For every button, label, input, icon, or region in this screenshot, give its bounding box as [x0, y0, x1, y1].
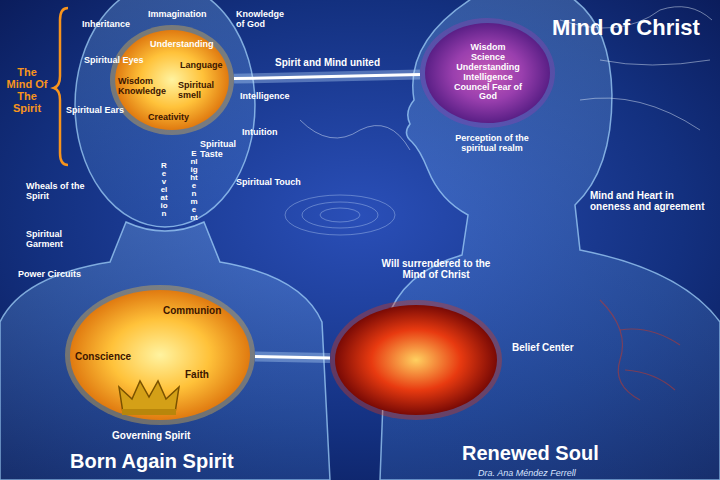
- orb-glow: [420, 18, 555, 128]
- vertical-label: Revelation: [160, 162, 168, 218]
- label: Dra. Ana Méndez Ferrell: [478, 469, 576, 479]
- orb-text: Creativity: [148, 113, 189, 123]
- label: Perception of the spiritual realm: [437, 134, 547, 154]
- orb: [425, 23, 550, 123]
- vertical-label: Enlightenment: [190, 150, 198, 222]
- bracket: [54, 8, 68, 165]
- label: Mind of Christ: [552, 16, 700, 40]
- spirit-orb: CommunionConscienceFaith: [65, 285, 255, 425]
- crown-symbol: [119, 381, 179, 413]
- label: Understanding: [150, 40, 214, 50]
- label: Wheals of the Spirit: [26, 182, 90, 202]
- orb-text: Communion: [163, 305, 221, 316]
- label: Spiritual Taste: [200, 140, 248, 160]
- label: Knowledge of God: [236, 10, 288, 30]
- orb: [115, 30, 229, 130]
- orb-text: Belief Center: [512, 342, 574, 353]
- orb: [335, 305, 497, 415]
- left-figure: [0, 0, 330, 480]
- orb-text: Wisdom Knowledge: [118, 77, 168, 97]
- label: The Mind Of The Spirit: [3, 66, 51, 114]
- mind-orb: Wisdom Science Understanding Intelligenc…: [420, 18, 555, 128]
- label: Power Circuits: [18, 270, 81, 280]
- label: Spiritual Eyes: [84, 56, 144, 66]
- orb-glow: [330, 300, 502, 420]
- label: Governing Spirit: [112, 430, 190, 441]
- soul-orb: Belief Center: [330, 300, 580, 420]
- beam-core: [234, 74, 420, 78]
- label: Spiritual Touch: [236, 178, 301, 188]
- label: Mind and Heart in oneness and agreement: [590, 190, 705, 212]
- light-beam: [234, 74, 420, 78]
- veins: [600, 300, 680, 400]
- edge-label: Spirit and Mind united: [275, 57, 380, 68]
- label: Born Again Spirit: [70, 450, 234, 472]
- label: Intelligence: [240, 92, 290, 102]
- label: Intuition: [242, 128, 278, 138]
- orb-text: Language: [180, 61, 223, 71]
- orb-shape: [330, 300, 580, 420]
- crown-band: [122, 409, 176, 415]
- orb-glow: [65, 285, 255, 425]
- orb: [70, 290, 250, 420]
- light-beam: [255, 357, 330, 358]
- label: Will surrendered to the Mind of Christ: [380, 258, 492, 280]
- orb-text: Faith: [185, 369, 209, 380]
- beam-glow: [255, 357, 330, 358]
- label: Renewed Soul: [462, 442, 599, 464]
- spiral-rings: [285, 195, 395, 235]
- orb-text: Wisdom Science Understanding Intelligenc…: [454, 43, 522, 102]
- label: Immagination: [148, 10, 207, 20]
- label: Spiritual Ears: [66, 106, 124, 116]
- label: Inheritance: [82, 20, 130, 30]
- label: Spiritual Garment: [26, 230, 86, 250]
- orb-text: Spiritual smell: [178, 81, 230, 101]
- orb-glow: [110, 25, 234, 135]
- beam-core: [255, 357, 330, 358]
- orb-text: Conscience: [75, 351, 131, 362]
- beam-glow: [234, 74, 420, 78]
